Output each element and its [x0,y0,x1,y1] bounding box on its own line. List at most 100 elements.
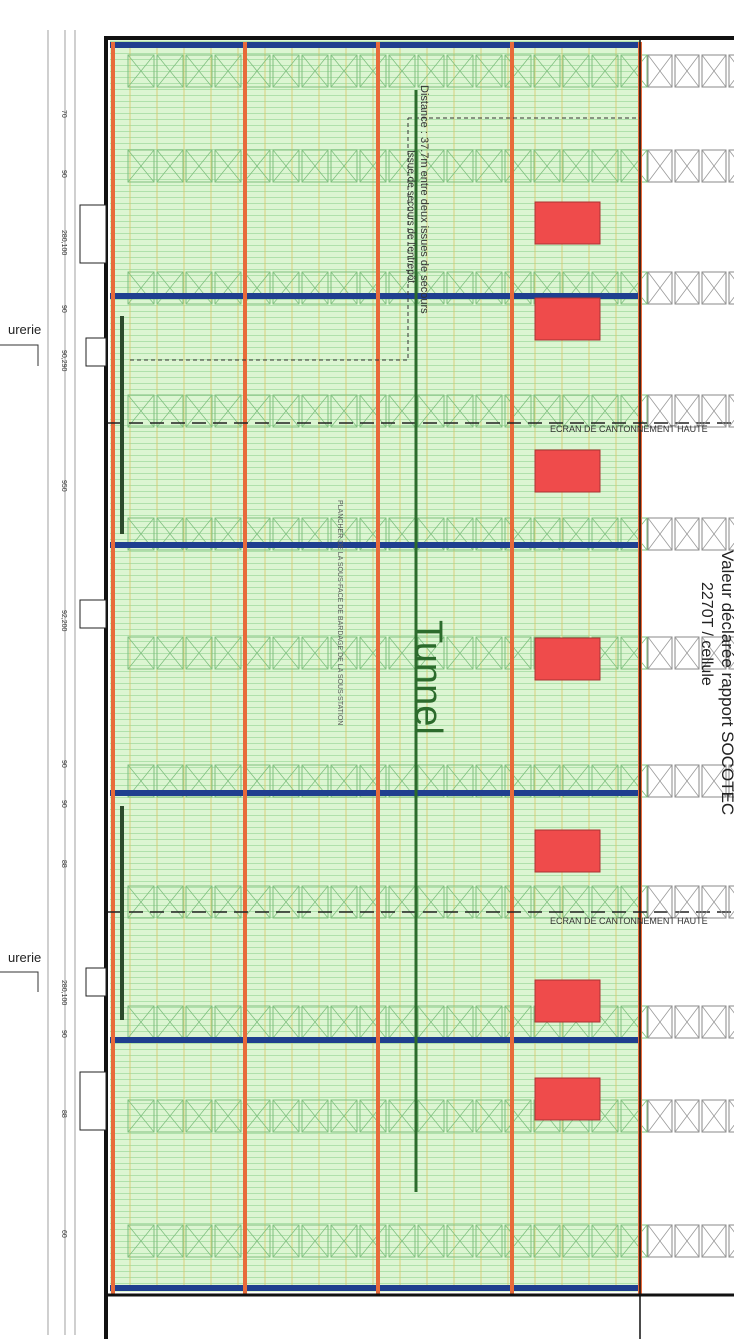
rack-bay [330,1099,358,1133]
rack-bay [417,394,445,428]
rack-bay [330,271,358,305]
dimension-label: 90 [60,305,67,313]
exterior-brace [728,517,734,526]
rack-brace [214,149,242,183]
rack-bay [301,1099,329,1133]
exterior-brace [647,885,673,919]
rack-brace [127,394,155,428]
rack-bay [127,1224,155,1258]
rack-brace [417,885,445,919]
rack-brace [272,54,300,88]
exterior-bay [647,1099,673,1133]
rack-bay [185,764,213,798]
exterior-bay [647,636,673,670]
dimension-label: 88 [60,1110,67,1118]
rack-bay [446,1099,474,1133]
exterior-brace [674,636,700,670]
exterior-brace [674,1099,700,1133]
rack-bay [504,54,532,88]
rack-brace [185,1224,213,1258]
rack-bay [330,764,358,798]
rack-brace [591,1099,619,1133]
exterior-bay [674,1005,700,1039]
dimension-label: 280,100 [60,230,67,255]
rack-bay [272,1099,300,1133]
rack-brace [620,394,648,428]
rack-brace [185,394,213,428]
rack-brace [620,1005,648,1039]
rack-brace [156,394,184,428]
exterior-brace [728,1124,734,1133]
exterior-brace [674,517,700,551]
exterior-bay [701,517,727,551]
rack-brace [475,1005,503,1039]
rack-bay [446,636,474,670]
issue-note: Issue de secours de l'entrepôt [405,150,416,283]
left-label-top: urerie [8,322,41,337]
rack-bay [562,517,590,551]
exterior-brace [728,79,734,88]
rack-brace [243,885,271,919]
rack-bay [504,1099,532,1133]
exterior-brace [728,910,734,919]
rack-brace [243,1099,271,1133]
rack-brace [127,1099,155,1133]
rack-bay [330,149,358,183]
rack-bay [156,517,184,551]
exterior-bay [728,636,734,670]
rack-brace [156,149,184,183]
rack-bay [562,764,590,798]
rack-row [127,1224,648,1258]
rack-bay [272,885,300,919]
exterior-bay [647,764,673,798]
rack-brace [330,1005,358,1039]
rack-brace [156,636,184,670]
rack-bay [591,271,619,305]
rack-bay [417,271,445,305]
rack-bay [446,271,474,305]
rack-brace [533,394,561,428]
rack-bay [185,1224,213,1258]
rack-bay [533,1224,561,1258]
rack-brace [504,636,532,670]
rack-brace [417,54,445,88]
rack-bay [185,1099,213,1133]
rack-brace [591,54,619,88]
rack-brace [301,1099,329,1133]
rack-bay [214,636,242,670]
rack-bay [475,764,503,798]
rack-brace [214,636,242,670]
rack-brace [272,149,300,183]
rack-brace [446,1005,474,1039]
rack-bay [533,394,561,428]
rack-bay [417,517,445,551]
exterior-brace [728,764,734,773]
rack-bay [504,885,532,919]
rack-bay [591,54,619,88]
rack-bay [620,149,648,183]
exterior-bay [674,394,700,428]
rack-brace [446,1224,474,1258]
rack-brace [185,1099,213,1133]
rack-brace [562,1224,590,1258]
rack-brace [330,1224,358,1258]
exterior-bay [647,517,673,551]
rack-brace [185,636,213,670]
rack-brace [475,885,503,919]
red-block [534,449,601,493]
rack-brace [562,149,590,183]
rack-bay [272,394,300,428]
rack-bay [620,1224,648,1258]
rack-brace [330,54,358,88]
rack-brace [214,54,242,88]
rack-bay [591,885,619,919]
rack-brace [417,394,445,428]
exterior-bay [674,149,700,183]
rack-bay [446,54,474,88]
exterior-brace [701,54,727,88]
rack-bay [330,636,358,670]
exterior-bay [728,394,734,428]
exterior-brace [728,296,734,305]
rack-bay [156,1224,184,1258]
